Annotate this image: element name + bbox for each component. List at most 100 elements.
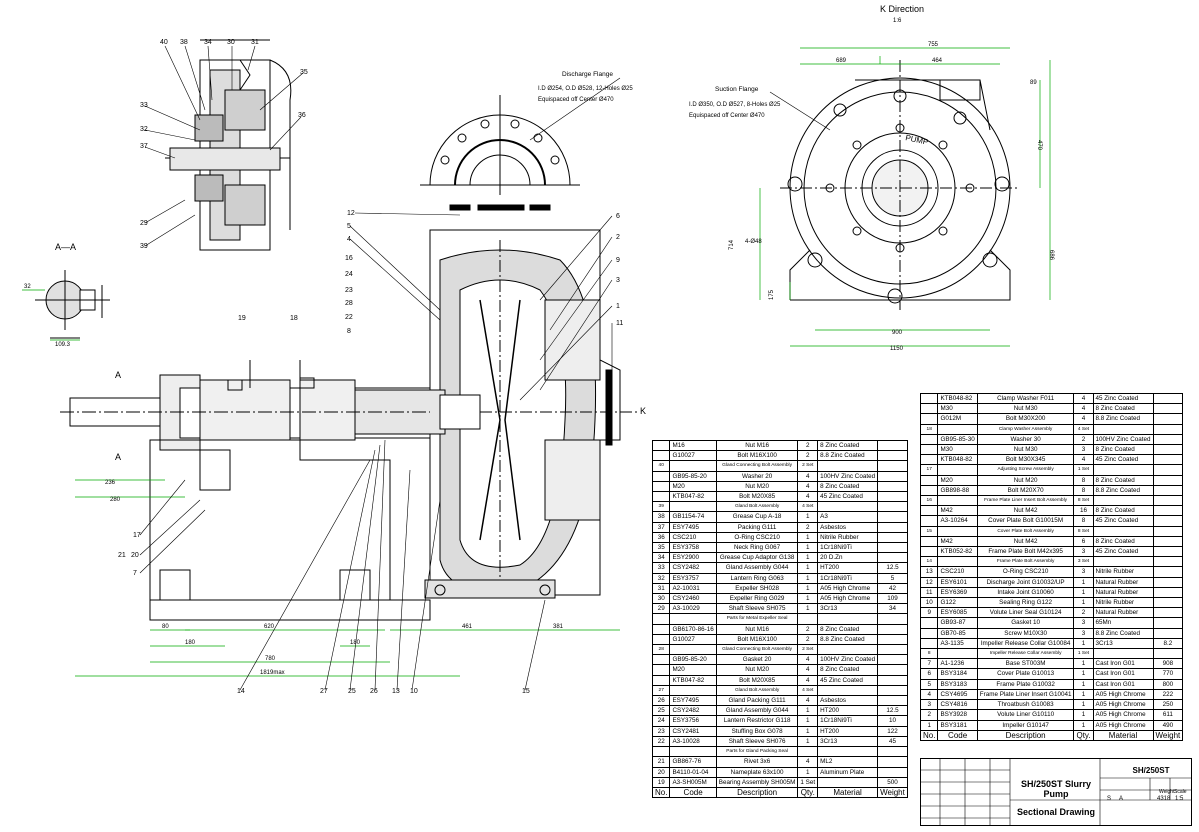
table-cell: 10 [877,715,908,727]
svg-text:30: 30 [227,39,235,46]
table-cell [937,423,978,435]
table-cell [877,695,908,707]
table-cell: 40 [651,460,671,472]
arrow-a-lower: A [115,452,121,462]
svg-text:280: 280 [110,497,121,503]
table-cell [877,644,908,656]
table-cell: 26 [651,695,671,707]
table-cell: Volute Liner G10110 [976,709,1075,721]
table-cell: Impeller G10147 [976,719,1075,731]
table-cell: Stuffing Box G078 [715,725,799,737]
table-cell: 8.8 Zinc Coated [1092,627,1154,639]
table-cell: 8 Zinc Coated [1092,505,1154,517]
table-cell: 1 [1073,597,1094,609]
table-cell [1152,392,1184,405]
table-cell: 12.5 [877,562,908,574]
table-cell: 25 [651,705,671,717]
table-cell: 100HV Zinc Coated [1092,433,1154,446]
table-cell: Natural Rubber [1092,607,1154,619]
table-cell [919,403,939,415]
svg-text:900: 900 [892,330,903,336]
svg-text:8: 8 [347,328,351,335]
table-cell: Frame Plate Bolt M42x395 [976,546,1075,558]
table-cell: 28 [651,644,671,656]
table-cell: Bolt M16X100 [715,450,799,462]
table-cell: G10027 [669,633,717,646]
table-cell: Bolt M20X85 [715,674,799,686]
table-cell: 29 [651,603,671,615]
table-cell: 4 [797,491,819,503]
table-cell: Nameplate 63x100 [715,766,799,778]
table-cell: O-Ring CSC210 [715,531,799,544]
svg-text:6: 6 [616,213,620,220]
table-cell: 65Mn [1092,617,1154,629]
table-cell: M20 [669,480,717,493]
table-cell: CSY4816 [937,699,978,711]
table-cell: 1 [797,531,819,544]
table-cell: 21 [651,756,671,768]
table-cell: 2 [797,623,819,635]
k-scale-label: 1:6 [893,18,902,24]
table-cell: Gland Bolt Assembly [715,501,799,513]
table-cell: HT200 [817,562,879,574]
table-cell: 31 [651,582,671,595]
svg-text:4: 4 [347,236,351,243]
bearing-assembly-section [60,360,481,621]
svg-text:10: 10 [410,688,418,695]
svg-text:686: 686 [1048,250,1054,261]
svg-text:24: 24 [345,271,353,278]
svg-text:33: 33 [140,102,148,109]
svg-text:32: 32 [140,126,148,133]
table-cell: ESY3757 [669,572,717,584]
table-cell: 1 [1073,688,1094,701]
table-cell [817,746,879,758]
table-cell: 1 [797,603,819,615]
table-cell: KTB048-82 [937,454,978,466]
table-cell: 14 [919,556,939,568]
table-cell: Base ST003M [976,658,1075,670]
table-cell [1092,525,1154,537]
table-cell: Frame Plate Bolt Assembly [976,556,1075,568]
k-direction-label: K Direction [880,4,924,14]
table-cell: 2 [797,439,819,452]
table-cell: 16 [919,495,939,507]
table-cell: 4 Set [1073,423,1094,435]
discharge-flange-title: Discharge Flange [562,71,613,78]
table-cell: 4 Set [797,501,819,513]
table-cell: GB95-85-20 [669,470,717,482]
table-cell: 4 [797,470,819,482]
svg-text:22: 22 [345,314,353,321]
table-cell: 8 [1073,515,1094,527]
svg-text:5: 5 [347,223,351,230]
table-cell: A3-10029 [669,603,717,615]
table-cell [669,460,717,472]
table-cell [1152,576,1184,588]
table-cell: 17 [919,464,939,476]
table-cell: Parts for Gland Packing Seal [715,746,799,758]
table-cell: Rivet 3x6 [715,756,799,768]
table-cell: 1 [797,552,819,564]
table-cell: GB867-76 [669,756,717,768]
table-cell: 1 [797,572,819,584]
table-cell: 1 [797,715,819,727]
table-cell [919,474,939,486]
drawing-model: SH/250ST [1132,766,1170,775]
table-cell: 18 [919,423,939,435]
table-cell [817,684,879,697]
table-cell: 7 [919,658,939,670]
table-cell: 1 Set [797,776,819,788]
title-block: SH/250ST SH/250ST Slurry Pump Sectional … [920,758,1192,826]
discharge-flange-view [420,95,580,211]
table-cell: G122 [937,597,978,609]
